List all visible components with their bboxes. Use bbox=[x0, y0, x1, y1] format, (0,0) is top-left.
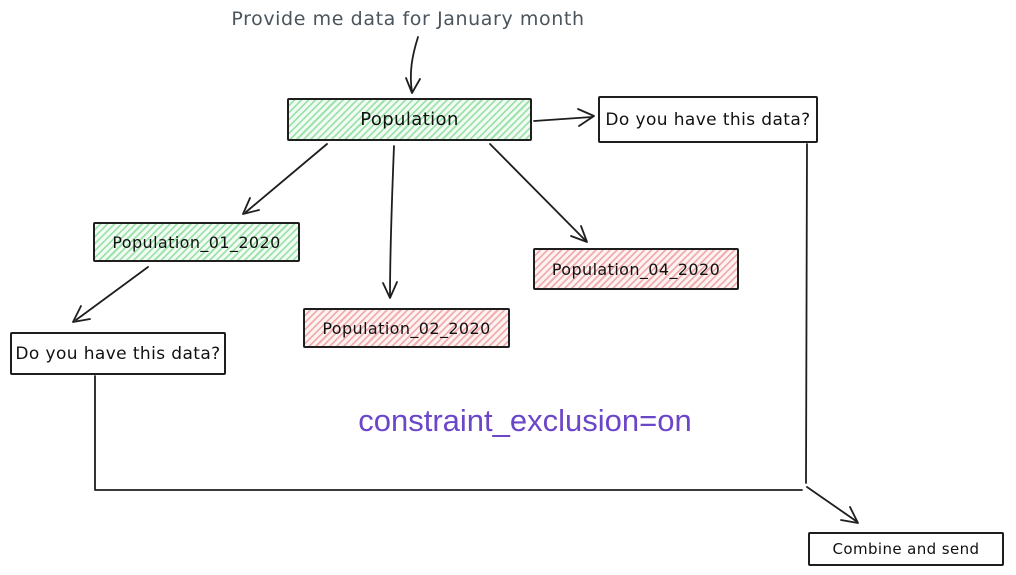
node-population-02-label: Population_02_2020 bbox=[322, 318, 491, 338]
node-population: Population bbox=[287, 98, 532, 141]
node-question-right: Do you have this data? bbox=[598, 96, 818, 143]
connector-question-left-elbow bbox=[94, 375, 803, 491]
node-population-02-2020: Population_02_2020 bbox=[303, 308, 510, 348]
arrowhead-to-combine bbox=[840, 506, 859, 524]
node-question-left-label: Do you have this data? bbox=[15, 343, 221, 364]
node-population-04-2020: Population_04_2020 bbox=[533, 248, 739, 290]
arrowhead-population-to-question-right bbox=[577, 108, 595, 127]
arrowhead-population-to-01 bbox=[242, 197, 260, 215]
arrow-population-to-01 bbox=[245, 143, 328, 213]
arrow-population-to-04 bbox=[489, 143, 586, 241]
arrowhead-prompt-to-population bbox=[405, 77, 421, 94]
node-population-label: Population bbox=[360, 109, 459, 130]
connector-question-right-down bbox=[805, 143, 808, 484]
arrow-prompt-to-population bbox=[409, 36, 419, 93]
arrowhead-population-to-04 bbox=[570, 225, 588, 243]
arrow-population-to-question-right bbox=[533, 116, 593, 122]
node-population-01-2020: Population_01_2020 bbox=[93, 222, 300, 262]
node-combine-and-send: Combine and send bbox=[808, 532, 1004, 566]
node-question-right-label: Do you have this data? bbox=[605, 109, 811, 130]
node-population-01-label: Population_01_2020 bbox=[112, 232, 281, 252]
node-combine-label: Combine and send bbox=[832, 540, 980, 558]
arrow-01-to-question-left bbox=[75, 266, 149, 321]
arrowhead-01-to-question-left bbox=[72, 305, 91, 323]
arrow-to-combine bbox=[806, 486, 857, 522]
constraint-exclusion-annotation: constraint_exclusion=on bbox=[358, 403, 692, 438]
node-question-left: Do you have this data? bbox=[10, 332, 226, 375]
arrowhead-population-to-02 bbox=[382, 281, 398, 299]
node-population-04-label: Population_04_2020 bbox=[551, 259, 721, 279]
prompt-text: Provide me data for January month bbox=[231, 8, 585, 30]
arrow-population-to-02 bbox=[389, 145, 395, 297]
